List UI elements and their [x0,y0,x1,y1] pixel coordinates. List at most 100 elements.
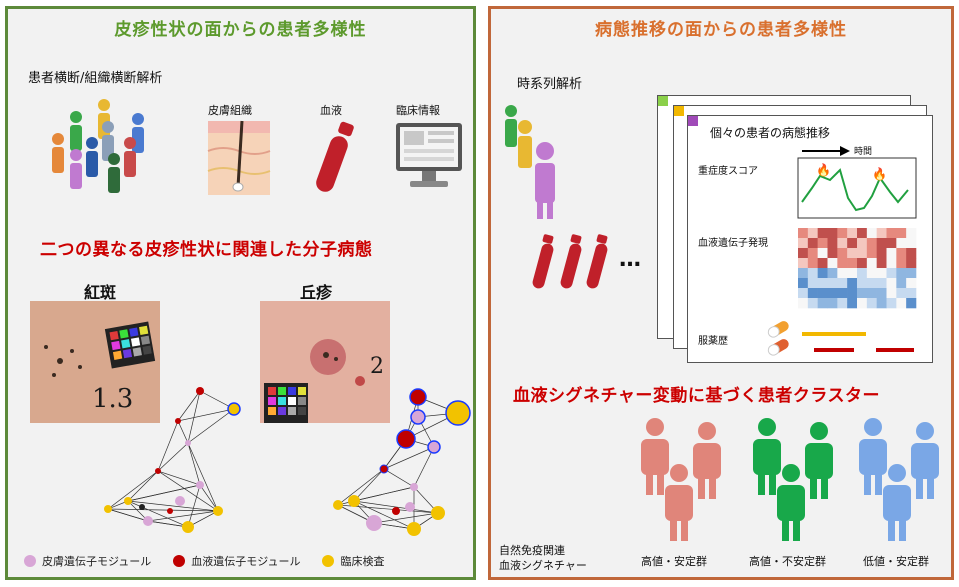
legend-skin-module-label: 皮膚遺伝子モジュール [42,555,152,568]
heatmap-cell [906,298,917,309]
erythema-label: 紅斑 [84,283,117,302]
heatmap-cell [896,278,907,289]
cluster-2-people-icon [753,418,833,541]
right-panel: 病態推移の面からの患者多様性 時系列解析 … 個々の患者の病態推移 時間 重症度… [488,6,954,580]
patient-crowd-icon [52,99,144,193]
heatmap-cell [798,248,809,259]
time-series-label: 時系列解析 [517,77,583,92]
legend-clinical-test-label: 臨床検査 [340,555,385,568]
card-tab-yellow [674,106,684,116]
heatmap-cell [837,258,848,269]
heatmap-cell [857,238,868,249]
blood-gene-expression-label: 血液遺伝子発現 [698,238,768,249]
clinical-test-dot-icon [322,555,335,567]
skin-module-dot-icon [24,555,36,567]
blood-tube-icon [316,121,354,192]
heatmap-cell [807,248,818,259]
heatmap-cell [896,288,907,299]
heatmap-cell [866,228,877,239]
heatmap-cell [876,278,887,289]
heatmap-cell [827,248,838,259]
monitor-icon [396,123,462,187]
heatmap-cell [827,288,838,299]
heatmap-cell [837,248,848,259]
heatmap-cell [827,278,838,289]
heatmap-cell [866,288,877,299]
heatmap-cell [807,228,818,239]
heatmap-cell [817,228,828,239]
blood-label: 血液 [320,104,342,117]
signature-label-2: 血液シグネチャー [499,559,587,572]
cluster-2-label: 高値・不安定群 [749,555,826,568]
heatmap-cell [896,258,907,269]
heatmap-cell [837,238,848,249]
heatmap-cell [886,238,897,249]
heatmap-cell [847,228,858,239]
papule-network [333,388,471,536]
heatmap-cell [827,228,838,239]
cross-analysis-label: 患者横断/組織横断解析 [28,71,163,86]
time-label: 時間 [854,147,873,157]
medication-history-label: 服薬歴 [698,336,728,347]
heatmap-cell [798,228,809,239]
cluster-3-people-icon [859,418,939,541]
heatmap-cell [876,258,887,269]
heatmap-cell [906,248,917,259]
heatmap-cell [847,248,858,259]
heatmap-cell [886,248,897,259]
heatmap-cell [837,278,848,289]
skin-tissue-label: 皮膚組織 [208,104,252,117]
heatmap-cell [817,238,828,249]
heatmap-cell [876,298,887,309]
photo-label-2: 2 [370,354,384,379]
heatmap-cell [906,238,917,249]
heatmap-cell [906,288,917,299]
heatmap-cell [886,278,897,289]
left-panel-title: 皮疹性状の面からの患者多様性 [114,20,367,40]
left-panel: 皮疹性状の面からの患者多様性 患者横断/組織横断解析 皮膚組織 血液 臨床情報 [5,6,476,580]
heatmap-cell [798,268,809,279]
heatmap-cell [906,268,917,279]
heatmap-cell [798,258,809,269]
heatmap-cell [906,228,917,239]
papule-photo: 2 [260,301,390,423]
photo-label-1: 1.3 [92,384,133,414]
skin-tissue-icon [207,120,271,195]
cluster-3-label: 低値・安定群 [863,555,929,568]
heatmap-cell [827,238,838,249]
color-checker-icon [104,321,156,369]
heatmap-cell [896,238,907,249]
heatmap-cell [906,258,917,269]
flame-icon: 🔥 [872,167,887,181]
time-arrow-icon [802,146,850,156]
heatmap-cell [866,238,877,249]
heatmap-cell [847,298,858,309]
card-tab-purple [688,116,698,126]
heatmap-cell [886,258,897,269]
blood-tubes-icon [532,234,608,289]
heatmap-cell [807,288,818,299]
heatmap-cell [817,248,828,259]
heatmap-cell [847,288,858,299]
heatmap-cell [886,228,897,239]
erythema-photo: 1.3 [30,301,160,423]
network-legend: 皮膚遺伝子モジュール 血液遺伝子モジュール 臨床検査 [24,553,384,569]
pill-icon [767,321,789,356]
heatmap-cell [857,248,868,259]
erythema-network [104,387,241,533]
heatmap-cell [807,238,818,249]
cluster-heading: 血液シグネチャー変動に基づく患者クラスター [513,386,880,406]
heatmap-cell [837,298,848,309]
cluster-1-label: 高値・安定群 [641,555,707,568]
network-node [104,387,241,533]
cluster-1-people-icon [641,418,721,541]
heatmap-cell [817,298,828,309]
card-title: 個々の患者の病態推移 [710,126,831,140]
heatmap-cell [817,278,828,289]
heatmap-cell [876,248,887,259]
severity-line-chart: 🔥 🔥 [797,157,917,219]
heatmap-cell [798,238,809,249]
expression-heatmap [798,228,917,309]
person-figure [641,418,669,495]
heatmap-cell [807,278,818,289]
